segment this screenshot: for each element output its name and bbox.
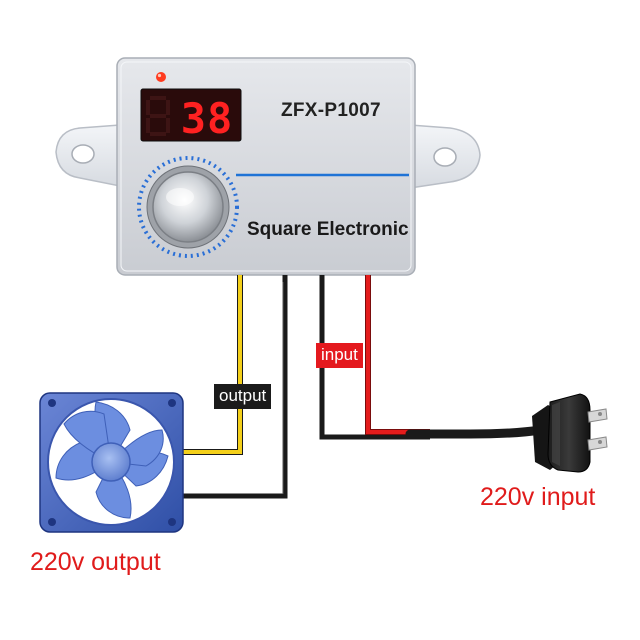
wire-yellow bbox=[182, 275, 243, 455]
digit-display: 38 bbox=[140, 88, 242, 143]
wire-black-input bbox=[319, 275, 430, 440]
wire-red bbox=[365, 275, 430, 435]
wire-black-output bbox=[182, 275, 288, 499]
status-led-icon bbox=[156, 72, 166, 82]
display-value: 38 bbox=[181, 94, 234, 143]
fan-icon bbox=[39, 392, 184, 533]
power-input-caption: 220v input bbox=[480, 483, 596, 511]
mounting-ear-left bbox=[55, 124, 121, 187]
input-tag: input bbox=[316, 343, 363, 368]
power-output-caption: 220v output bbox=[30, 548, 161, 576]
brand-name: Square Electronic bbox=[247, 219, 409, 240]
power-plug-icon bbox=[532, 393, 608, 473]
output-tag: output bbox=[214, 384, 272, 409]
model-number: ZFX-P1007 bbox=[281, 100, 381, 121]
mounting-ear-right bbox=[409, 124, 481, 189]
potentiometer-knob-icon[interactable] bbox=[137, 156, 239, 258]
output-wires bbox=[182, 275, 288, 499]
power-cord bbox=[405, 425, 545, 439]
